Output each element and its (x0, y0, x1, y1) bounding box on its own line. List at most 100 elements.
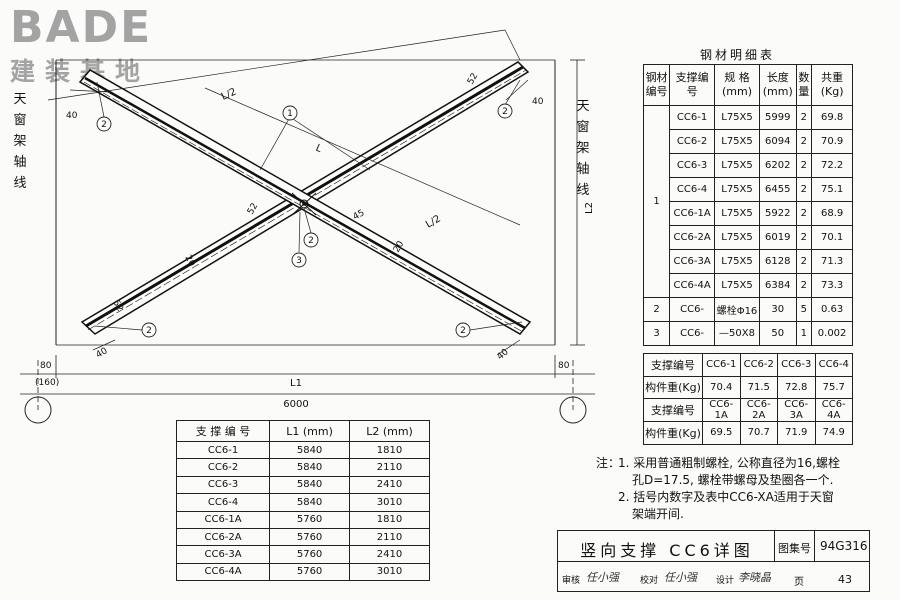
dim-label-45: 45 (352, 208, 367, 222)
table-header-row: 钢材编号 支撑编号 规 格 (mm) 长度 (mm) 数量 共重 (Kg) (642, 64, 853, 106)
review-signature: 任小强 (586, 571, 619, 584)
table-cell: 1 (642, 105, 671, 298)
table-cell: 5760 (269, 545, 351, 564)
dim-label-40-top-right: 40 (532, 97, 544, 107)
table-cell: 75.1 (811, 177, 853, 202)
note-item-2: 2. 括号内数字及表中CC6-XA适用于天窗 (618, 490, 834, 504)
table-cell: L75X5 (714, 177, 760, 202)
column-header: 支 撑 编 号 (175, 420, 271, 442)
callout-label: 2 (502, 107, 508, 117)
table-cell: CC6-3 (175, 475, 271, 495)
column-header: L1 (mm) (269, 420, 351, 442)
column-header: 长度 (mm) (758, 64, 797, 106)
table-cell: 5840 (269, 458, 351, 477)
table-cell: 5840 (269, 440, 351, 460)
table-cell: 2 (795, 105, 813, 130)
table-cell: 2 (795, 225, 813, 250)
table-header-row: 支 撑 编 号 L1 (mm) L2 (mm) (175, 420, 430, 442)
callout-2-top-left (96, 116, 112, 132)
table-cell: 75.7 (814, 375, 853, 399)
table-cell: 71.5 (739, 375, 778, 399)
table-cell: CC6-2 (739, 353, 778, 377)
callout-1 (282, 105, 298, 121)
table-cell: 0.63 (811, 297, 853, 322)
table-cell: 68.9 (811, 201, 853, 226)
table-cell: CC6- (669, 321, 716, 346)
page-number: 43 (838, 573, 852, 586)
table-cell: 5999 (758, 105, 797, 130)
table-cell: 5840 (269, 493, 351, 512)
dim-label-160: (160) (35, 378, 59, 388)
table-row: CC6-4A L75X5 6384 2 73.3 (644, 273, 853, 298)
table-cell: 6094 (758, 129, 797, 154)
table-cell: 6202 (758, 153, 797, 178)
table-cell: 69.8 (811, 105, 853, 130)
dim-label-40-bottom-right: 40 (496, 347, 511, 362)
dim-label-52-bottom: 52 (110, 299, 124, 314)
svg-text:架: 架 (576, 141, 589, 156)
table-cell: 0.002 (811, 321, 853, 346)
table-cell: CC6-2A (669, 225, 716, 250)
table-cell: 5760 (269, 510, 351, 529)
table-cell: 5760 (269, 562, 351, 582)
column-header: 共重 (Kg) (811, 64, 853, 106)
table-cell: CC6-2A (175, 527, 271, 547)
table-cell: 1810 (349, 510, 430, 529)
table-cell: 2 (795, 249, 813, 274)
callout-label: 2 (460, 326, 466, 336)
callout-2-bottom-left (141, 322, 157, 338)
row-label: 构件重(Kg) (643, 375, 703, 399)
table-cell: 71.3 (811, 249, 853, 274)
table-cell: CC6-3A (777, 398, 816, 422)
check-signature: 任小强 (664, 571, 697, 584)
table-cell: CC6-4 (814, 353, 853, 377)
column-header: 规 格 (mm) (714, 64, 760, 106)
notes-label: 注： (596, 456, 621, 470)
design-signature: 李晓晶 (738, 571, 771, 584)
table-cell: 5840 (269, 475, 351, 495)
table-cell: L75X5 (714, 225, 760, 250)
table-cell: 6455 (758, 177, 797, 202)
callout-2-bottom-right (455, 322, 471, 338)
table-row: CC6-2A L75X5 6019 2 70.1 (644, 225, 853, 250)
table-row: CC6-4 L75X5 6455 2 75.1 (644, 177, 853, 202)
table-cell: CC6-4 (669, 177, 716, 202)
column-header: 支撑编号 (669, 64, 716, 106)
table-cell: 2 (795, 153, 813, 178)
svg-text:架: 架 (13, 134, 26, 149)
review-label: 审核 (562, 576, 581, 586)
dim-label-40-top-left: 40 (66, 111, 78, 121)
table-cell: 6128 (758, 249, 797, 274)
column-header: 数量 (795, 64, 813, 106)
column-header: 钢材编号 (642, 64, 671, 106)
table-cell: CC6-4A (175, 562, 271, 582)
table-cell: CC6-4A (814, 398, 853, 422)
table-cell: CC6-1A (669, 201, 716, 226)
table-cell: L75X5 (714, 249, 760, 274)
table-cell: 5 (795, 297, 813, 322)
table-cell: 2 (795, 273, 813, 298)
table-cell: 螺栓Φ16 (714, 297, 760, 322)
axis-bubble-left (24, 396, 52, 424)
table-cell: 2410 (349, 475, 430, 495)
steel-table-title: 钢材明细表 (700, 48, 776, 62)
axis-label-right: 天 窗 架 轴 线 (576, 99, 589, 198)
table-cell: CC6-1A (702, 398, 741, 422)
svg-text:天: 天 (13, 92, 26, 107)
table-row: 2 CC6- 螺栓Φ16 30 5 0.63 (642, 297, 853, 322)
table-cell: CC6-3 (777, 353, 816, 377)
table-cell: 2410 (349, 545, 430, 564)
svg-text:天: 天 (576, 99, 589, 114)
title-block: 竖向支撑 CC6详图 图集号 94G316 审核 任小强 校对 任小强 设计 李… (557, 530, 870, 592)
dim-label-52-center: 52 (246, 202, 260, 217)
table-cell: CC6-1A (175, 510, 271, 529)
logo-latin: BADE (10, 2, 153, 53)
table-row: 构件重(Kg) 70.4 71.5 72.8 75.7 (643, 375, 853, 399)
table-cell: 6384 (758, 273, 797, 298)
